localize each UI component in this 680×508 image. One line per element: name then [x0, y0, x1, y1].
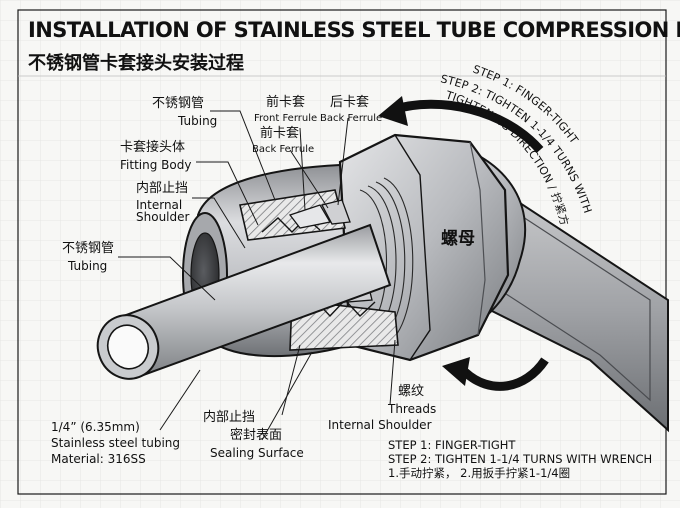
steps-bottom-line1: STEP 1: FINGER-TIGHT — [388, 438, 516, 452]
steps-bottom-line3: 1.手动拧紧， 2.用扳手拧紧1-1/4圈 — [388, 466, 571, 480]
back-ferrule-upper — [321, 199, 351, 225]
label-nut-cn: 螺母 — [441, 229, 475, 249]
tube-spec-description: Stainless steel tubing — [51, 436, 181, 450]
label-fitting-body-cn: 卡套接头体 — [120, 140, 186, 155]
label-internal-shoulder-top-en1: Internal — [136, 198, 183, 212]
title-chinese: 不锈钢管卡套接头安装过程 — [28, 53, 244, 74]
label-front-ferrule-en: Front Ferrule — [254, 113, 318, 124]
label-sealing-surface-cn: 密封表面 — [230, 428, 283, 443]
label-back-ferrule-mid-en: Back Ferrule — [252, 144, 315, 155]
tube-spec-size: 1/4” (6.35mm) — [51, 420, 140, 434]
label-back-ferrule-mid-cn: 前卡套 — [260, 126, 300, 141]
label-internal-shoulder-top-cn: 内部止挡 — [136, 181, 189, 196]
label-internal-shoulder-bottom-en: Internal Shoulder — [328, 418, 432, 432]
label-internal-shoulder-top-en2: Shoulder — [136, 210, 190, 224]
frame-border — [17, 9, 667, 495]
tube — [96, 223, 392, 380]
label-tubing-top-en: Tubing — [178, 114, 218, 128]
steps-block-bottom: STEP 1: FINGER-TIGHT STEP 2: TIGHTEN 1-1… — [388, 438, 652, 480]
label-threads-cn: 螺纹 — [398, 384, 425, 399]
front-ferrule-upper — [288, 204, 332, 229]
rotation-arrow-lower — [442, 357, 549, 391]
rotation-arrow-upper — [378, 96, 544, 154]
label-front-ferrule-cn: 前卡套 — [266, 95, 306, 110]
label-tubing-left-en: Tubing — [68, 259, 108, 273]
leader-lines — [118, 110, 396, 441]
label-threads-en: Threads — [388, 402, 437, 416]
label-sealing-surface-en: Sealing Surface — [210, 446, 304, 460]
label-back-ferrule-top-en: Back Ferrule — [320, 113, 383, 124]
label-tubing-left-cn: 不锈钢管 — [62, 241, 115, 256]
tube-spec-material: Material: 316SS — [51, 452, 146, 466]
label-tubing-top-cn: 不锈钢管 — [152, 96, 205, 111]
label-fitting-body-en: Fitting Body — [120, 158, 192, 172]
label-internal-stop-bottom-cn: 内部止挡 — [203, 410, 256, 425]
label-back-ferrule-top-cn: 后卡套 — [330, 95, 370, 110]
title-english: INSTALLATION OF STAINLESS STEEL TUBE COM… — [28, 18, 680, 42]
arc-step1-text: STEP 1: FINGER-TIGHT — [471, 63, 581, 147]
steps-bottom-line2: STEP 2: TIGHTEN 1-1/4 TURNS WITH WRENCH — [388, 452, 653, 466]
